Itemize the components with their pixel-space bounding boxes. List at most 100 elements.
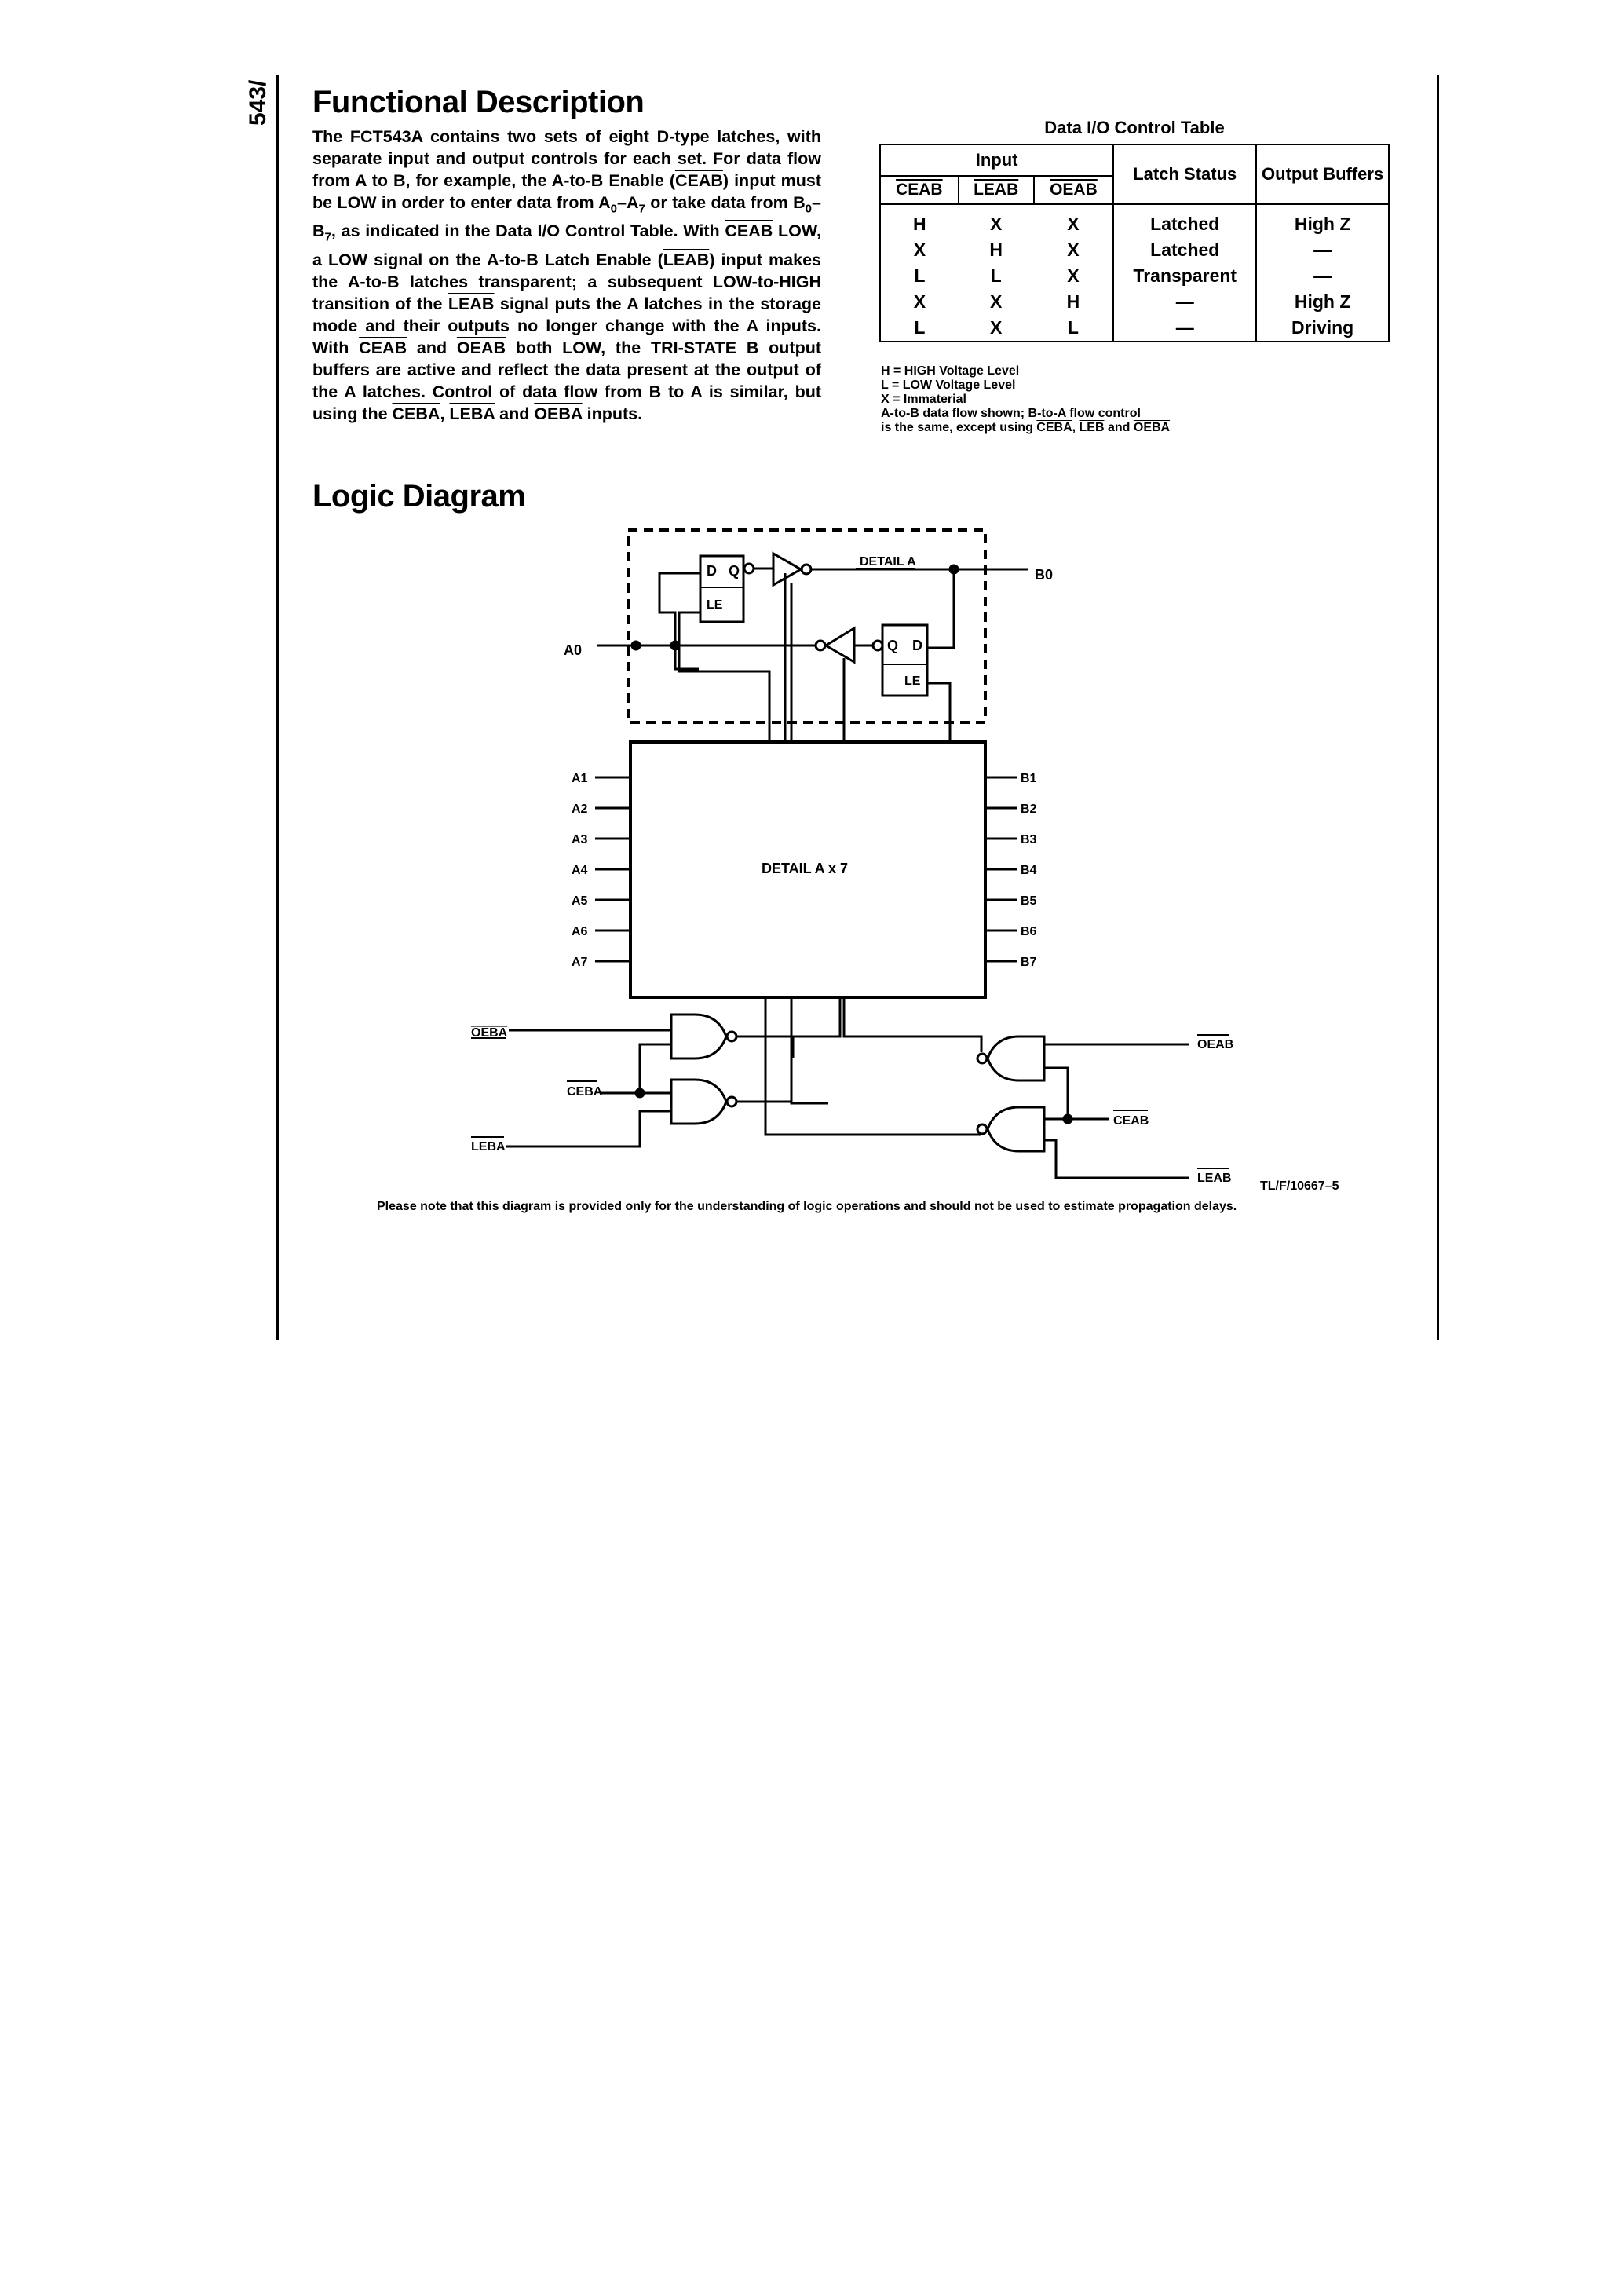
a-pin-label: A2 xyxy=(572,803,588,816)
a-pin-label: A7 xyxy=(572,956,588,969)
ba-latch-q: Q xyxy=(887,638,898,653)
text-run: , xyxy=(440,404,450,423)
cell-latch: Transparent xyxy=(1112,263,1258,289)
a0-label: A0 xyxy=(564,642,582,658)
text-run: –B xyxy=(312,193,822,241)
cell-leab: H xyxy=(989,239,1003,260)
cell-output: Driving xyxy=(1255,315,1390,342)
right-rule xyxy=(1437,75,1439,1340)
text-run: 7 xyxy=(324,230,331,244)
signal-name: OEBA xyxy=(1133,421,1171,434)
cell-oeab: X xyxy=(1033,263,1115,289)
ceab-header: CEAB xyxy=(879,175,959,205)
ba-latch-le: LE xyxy=(904,675,921,688)
ab-buffer xyxy=(772,551,804,587)
text-run: 0 xyxy=(805,202,813,216)
cell-latch: — xyxy=(1112,289,1258,315)
nor-gate-oeab xyxy=(986,1035,1046,1082)
oeab-label: OEAB xyxy=(1197,1038,1233,1051)
cell-oeab: L xyxy=(1033,315,1115,342)
cell-leab: X xyxy=(990,214,1003,234)
note-line: L = LOW Voltage Level xyxy=(881,378,1016,392)
text-run: 7 xyxy=(638,202,645,216)
b-pin-label: B1 xyxy=(1021,772,1037,785)
text-run: both LOW, the TRI-STATE B output buffers… xyxy=(312,338,821,423)
a-pin-label: A1 xyxy=(572,772,588,785)
text-run: The FCT543A contains two sets of eight D… xyxy=(312,127,821,190)
text-run: signal puts the A latches in the storage… xyxy=(312,294,821,357)
functional-description-heading: Functional Description xyxy=(312,85,645,119)
signal-name: LEAB xyxy=(663,250,710,269)
signal-name: LEBA xyxy=(449,404,495,423)
cell-ceab: X xyxy=(879,237,959,263)
text-run: –A xyxy=(617,193,639,212)
note-line: H = HIGH Voltage Level xyxy=(881,364,1020,378)
functional-description-text: The FCT543A contains two sets of eight D… xyxy=(312,126,821,425)
b0-label: B0 xyxy=(1035,567,1053,583)
detail-a-label: DETAIL A xyxy=(860,555,916,569)
cell-leab: L xyxy=(990,265,1002,286)
text-run: and xyxy=(407,338,457,357)
cell-latch: Latched xyxy=(1112,237,1258,263)
ab-latch-q: Q xyxy=(729,563,740,579)
figure-id: TL/F/10667–5 xyxy=(1260,1179,1339,1193)
leab-label: LEAB xyxy=(1197,1172,1232,1185)
diagram-caption: Please note that this diagram is provide… xyxy=(377,1200,1237,1213)
b-pin-label: B5 xyxy=(1021,894,1037,908)
a-pin-label: A5 xyxy=(572,894,588,908)
cell-output: High Z xyxy=(1255,289,1390,315)
a-pin-label: A4 xyxy=(572,864,588,877)
ceab-label: CEAB xyxy=(1113,1114,1149,1128)
ab-latch xyxy=(699,554,745,623)
ba-latch xyxy=(881,623,929,697)
text-run: ) input makes the A-to-B latches transpa… xyxy=(312,250,821,313)
detail-a-box xyxy=(627,528,987,724)
text-run: inputs. xyxy=(582,404,643,423)
cell-oeab: H xyxy=(1033,289,1115,315)
cell-latch: Latched xyxy=(1112,204,1258,237)
data-io-control-table: Input Latch Status Output Buffers CEAB L… xyxy=(879,144,1390,342)
signal-name: CEAB xyxy=(725,221,773,241)
input-group-header: Input xyxy=(879,144,1115,177)
cell-output: High Z xyxy=(1255,204,1390,237)
note-line: is the same, except using CEBA, LEB and … xyxy=(881,421,1170,435)
signal-name: OEAB xyxy=(456,338,506,357)
cell-oeab: X xyxy=(1033,204,1115,237)
cell-ceab: X xyxy=(879,289,959,315)
block-label: DETAIL A x 7 xyxy=(762,861,848,876)
b-pin-label: B7 xyxy=(1021,956,1037,969)
signal-name: LEB xyxy=(1079,421,1105,434)
table-notes: H = HIGH Voltage Level L = LOW Voltage L… xyxy=(881,364,1170,435)
description-paragraph: The FCT543A contains two sets of eight D… xyxy=(312,126,821,425)
text-run: 0 xyxy=(610,202,618,216)
output-buffers-header: Output Buffers xyxy=(1255,144,1390,205)
leba-label: LEBA xyxy=(471,1140,506,1153)
b-pin-label: B4 xyxy=(1021,864,1037,877)
b-pin-label: B2 xyxy=(1021,803,1037,816)
cell-oeab: X xyxy=(1033,237,1115,263)
signal-name: CEAB xyxy=(359,338,407,357)
signal-name: CEAB xyxy=(675,171,723,190)
text-run: LOW, a LOW signal on the A-to-B Latch En… xyxy=(312,221,821,269)
signal-name: LEAB xyxy=(448,294,495,313)
signal-name: CEBA xyxy=(1036,421,1072,434)
text-run: and xyxy=(1104,421,1134,434)
oeab-header: OEAB xyxy=(1032,175,1115,205)
b-pin-label: B3 xyxy=(1021,833,1037,846)
text-run: , xyxy=(1072,421,1080,434)
cell-output: — xyxy=(1255,237,1390,263)
ab-latch-d: D xyxy=(707,563,717,579)
cell-ceab: L xyxy=(879,263,959,289)
note-line: A-to-B data flow shown; B-to-A flow cont… xyxy=(881,407,1141,420)
nor-gate-ceab xyxy=(986,1106,1046,1153)
text-run: ) input must be LOW in order to enter da… xyxy=(312,171,821,212)
cell-ceab: H xyxy=(879,204,959,237)
a-pin-label: A6 xyxy=(572,925,588,938)
nor-gate-oeba xyxy=(670,1013,728,1060)
signal-name: OEBA xyxy=(534,404,583,423)
